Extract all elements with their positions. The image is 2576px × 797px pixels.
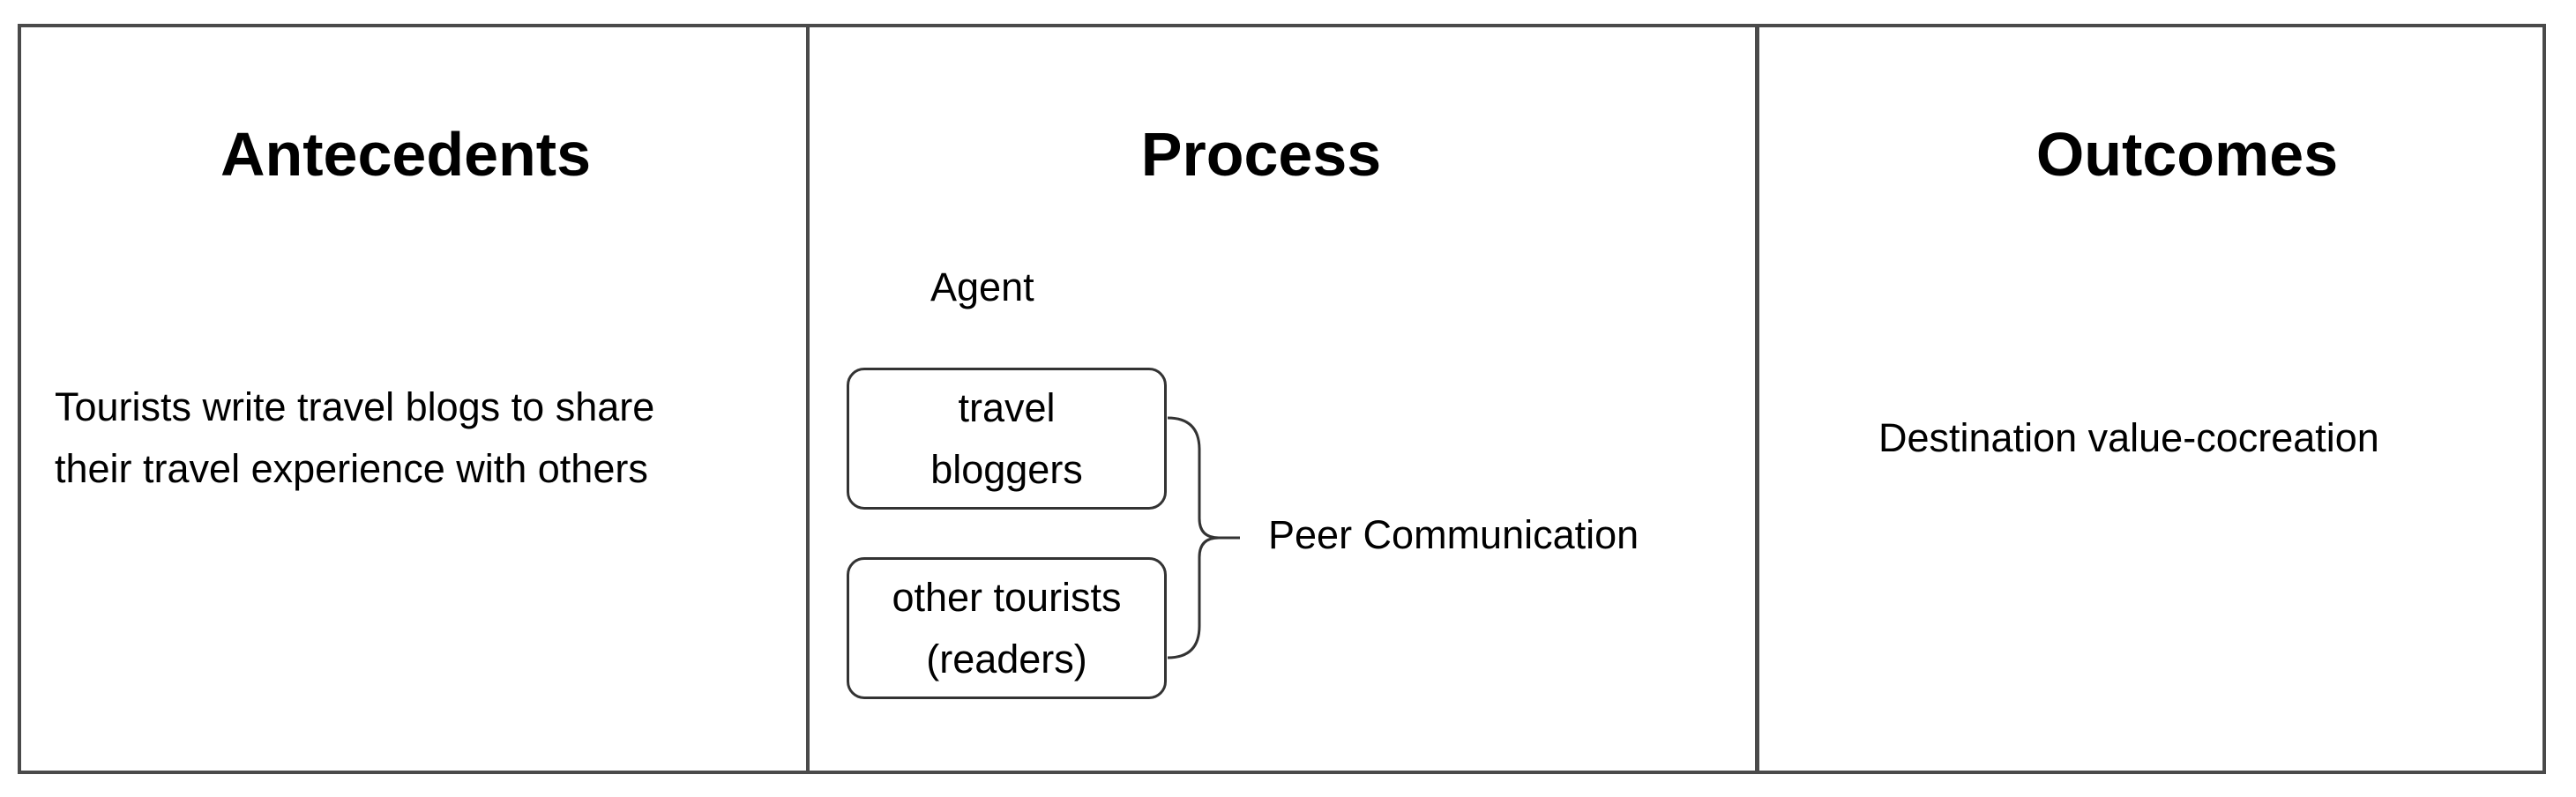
outcomes-text: Destination value-cocreation <box>1878 415 2379 460</box>
agent-box-travel-bloggers: travel bloggers <box>847 368 1167 510</box>
column-divider-left <box>806 24 810 774</box>
agent-box-other-tourists: other tourists (readers) <box>847 557 1167 699</box>
diagram-frame <box>18 24 2546 774</box>
peer-communication-label: Peer Communication <box>1268 512 1639 557</box>
process-heading: Process <box>1140 120 1382 189</box>
outcomes-heading: Outcomes <box>2035 120 2339 189</box>
antecedents-text: Tourists write travel blogs to share the… <box>55 384 655 491</box>
agent-label: Agent <box>930 264 1034 309</box>
grouping-brace <box>1167 416 1240 659</box>
antecedents-heading: Antecedents <box>220 120 592 189</box>
column-divider-right <box>1755 24 1759 774</box>
